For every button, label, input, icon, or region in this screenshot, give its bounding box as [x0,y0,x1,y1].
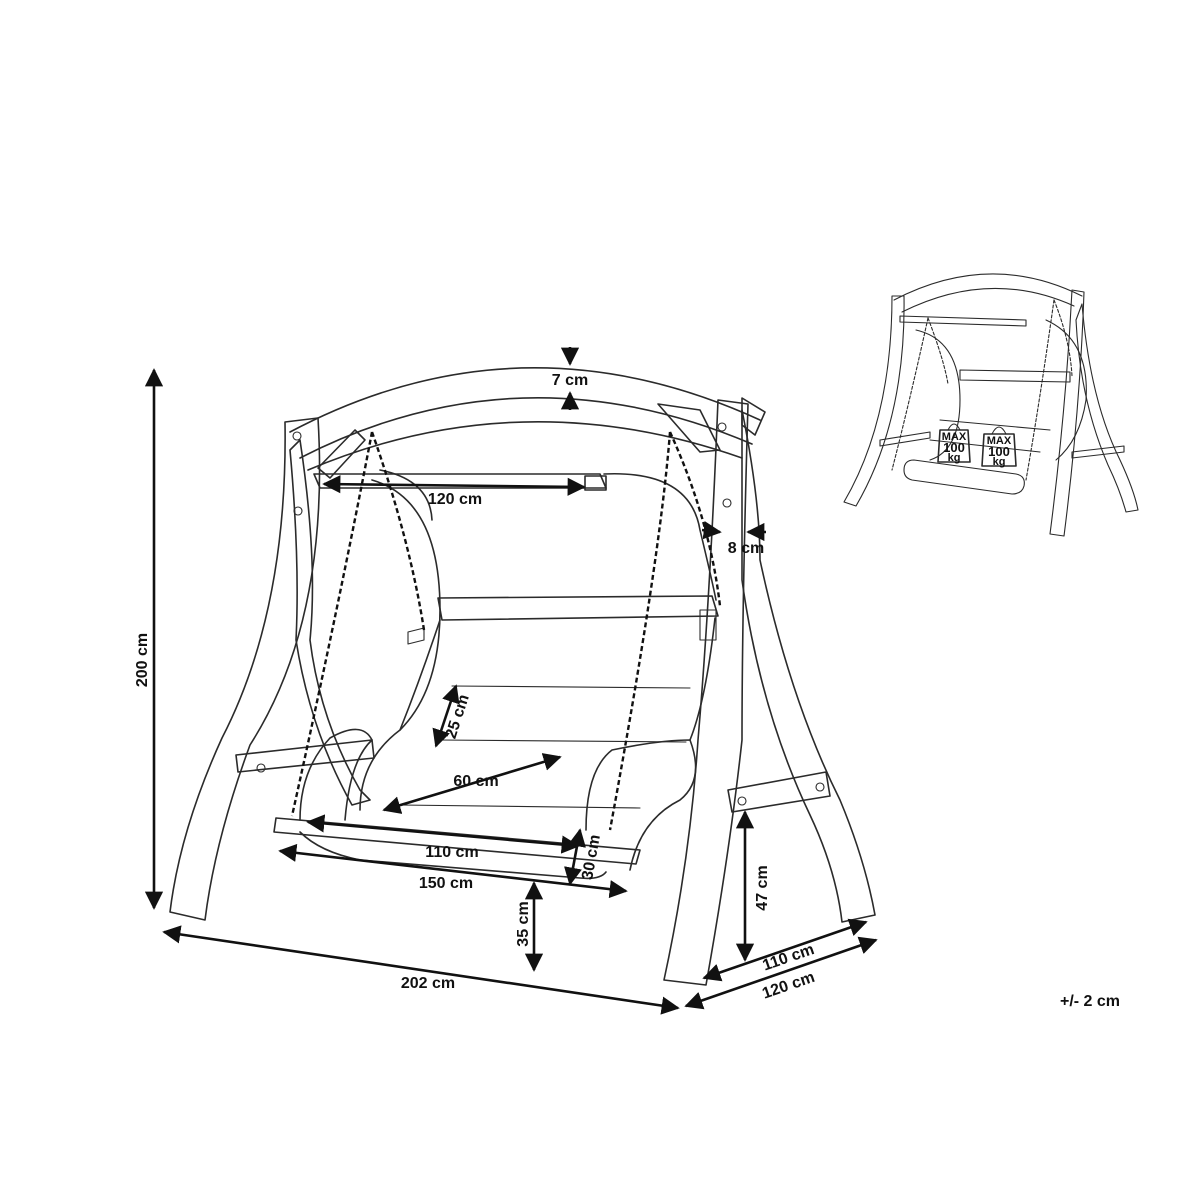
dimension-lines [144,347,878,1015]
weight-badge-1-value: 100 [943,440,965,455]
weight-badge-2-top: MAX [987,435,1012,447]
label-base-depth-outer: 120 cm [760,969,817,1003]
weight-badge-1: MAX 100 kg [942,431,967,464]
swing-seat [273,469,719,880]
label-seat-depth: 60 cm [453,773,498,790]
weight-badge-1-top: MAX [942,431,967,443]
thumbnail-swing [843,273,1139,537]
weight-badge-1-unit: kg [948,452,961,464]
label-seat-base-height: 30 cm [579,833,604,881]
label-beam-span: 120 cm [428,491,482,508]
label-seat-inner-width: 110 cm [425,844,478,861]
weight-badge-2: MAX 100 kg [987,435,1012,468]
label-overall-width: 202 cm [401,975,455,992]
label-overall-height: 200 cm [134,633,151,687]
label-tolerance: +/- 2 cm [1060,993,1120,1010]
label-post-thickness: 8 cm [728,540,764,557]
label-seat-outer-width: 150 cm [419,875,473,892]
label-seat-ground-clearance: 35 cm [515,901,532,946]
swing-chains [290,431,722,831]
label-beam-thickness: 7 cm [552,372,588,389]
weight-badge-2-value: 100 [988,444,1010,459]
weight-badge-2-unit: kg [993,456,1006,468]
label-crossbar-height: 47 cm [754,865,771,910]
